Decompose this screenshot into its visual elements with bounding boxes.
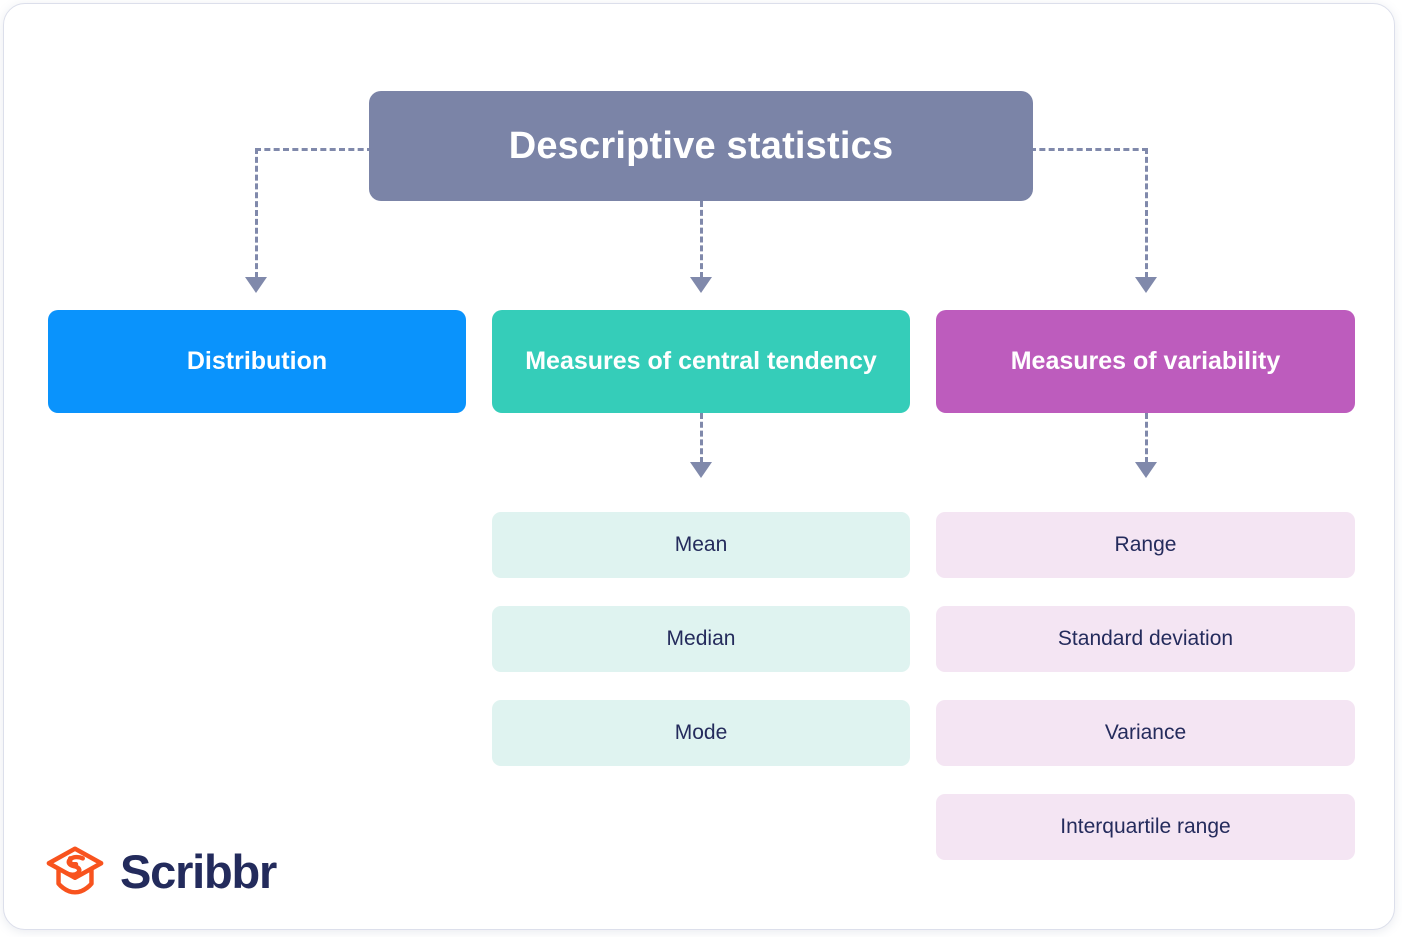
node-measures-of-central-tendency[interactable]: Measures of central tendency <box>492 310 910 413</box>
node-descriptive-statistics[interactable]: Descriptive statistics <box>369 91 1033 201</box>
node-variance[interactable]: Variance <box>936 700 1355 766</box>
node-measures-of-variability[interactable]: Measures of variability <box>936 310 1355 413</box>
node-distribution[interactable]: Distribution <box>48 310 466 413</box>
arrow-variability-to-children <box>1135 462 1157 478</box>
connector-central-to-children-vertical <box>700 413 703 463</box>
scribbr-logo: Scribbr <box>44 840 277 902</box>
node-interquartile-range[interactable]: Interquartile range <box>936 794 1355 860</box>
node-median[interactable]: Median <box>492 606 910 672</box>
arrow-root-to-distribution <box>245 277 267 293</box>
scribbr-wordmark: Scribbr <box>120 844 277 898</box>
node-mean[interactable]: Mean <box>492 512 910 578</box>
node-range[interactable]: Range <box>936 512 1355 578</box>
connector-root-to-central-vertical <box>700 201 703 278</box>
arrow-central-to-children <box>690 462 712 478</box>
connector-root-to-variability-horizontal <box>1030 148 1148 151</box>
arrow-root-to-variability <box>1135 277 1157 293</box>
node-standard-deviation[interactable]: Standard deviation <box>936 606 1355 672</box>
arrow-root-to-central <box>690 277 712 293</box>
connector-variability-to-children-vertical <box>1145 413 1148 463</box>
node-mode[interactable]: Mode <box>492 700 910 766</box>
connector-root-to-variability-vertical <box>1145 148 1148 278</box>
connector-root-to-distribution-horizontal <box>255 148 373 151</box>
connector-root-to-distribution-vertical <box>255 148 258 278</box>
graduation-cap-icon <box>46 846 104 895</box>
